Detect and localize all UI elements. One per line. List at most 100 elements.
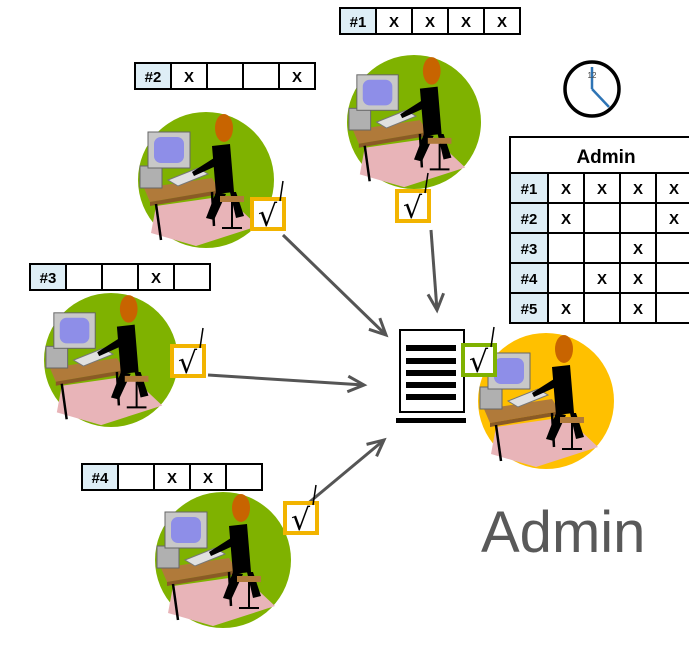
admin-person xyxy=(478,333,614,469)
user-1 xyxy=(347,55,481,189)
clock-hand-hour xyxy=(591,88,610,108)
user-tag-cell xyxy=(242,62,280,90)
user-tag-id-cell xyxy=(29,263,67,291)
document-text-line xyxy=(406,382,456,388)
user-tag-cell xyxy=(375,7,413,35)
admin-table-id: #4 xyxy=(521,271,538,288)
user-3 xyxy=(44,293,178,427)
admin-table-id: #3 xyxy=(521,241,538,258)
admin-table-cell xyxy=(619,202,657,234)
admin-checkbox: √ xyxy=(461,326,497,380)
admin-table-id: #1 xyxy=(521,181,538,198)
admin-table-mark: X xyxy=(669,181,679,198)
admin-table-id-cell xyxy=(509,172,549,204)
user-tag-cell xyxy=(206,62,244,90)
admin-table-mark: X xyxy=(597,181,607,198)
arrow-line xyxy=(281,233,388,337)
user-4-checkbox: √ xyxy=(283,484,319,538)
arrow-head xyxy=(368,317,389,338)
user-tag-mark: X xyxy=(203,470,213,487)
user-tag-mark: X xyxy=(425,14,435,31)
admin-table-id-cell xyxy=(509,292,549,324)
user-tag-id: #4 xyxy=(92,470,109,487)
admin-table-id: #2 xyxy=(521,211,538,228)
checkbox-frame xyxy=(170,344,206,378)
user-tag-cell xyxy=(411,7,449,35)
clock-label: 12 xyxy=(588,71,597,80)
admin-table-mark: X xyxy=(633,181,643,198)
user-tag-id: #3 xyxy=(40,270,57,287)
admin-table-row: #4 X X xyxy=(509,262,689,294)
user-tag-mark: X xyxy=(151,270,161,287)
check-mark: √ xyxy=(258,199,278,234)
checkbox-frame xyxy=(395,189,431,223)
document-text-line xyxy=(406,370,456,376)
user-tag-cell xyxy=(137,263,175,291)
document-base xyxy=(396,418,466,423)
admin-table-mark: X xyxy=(633,241,643,258)
user-tag-cell xyxy=(278,62,316,90)
admin-table-cell xyxy=(655,262,689,294)
admin-table-mark: X xyxy=(669,211,679,228)
document-text-line xyxy=(406,345,456,351)
user-tag-3: #3 X xyxy=(29,263,211,291)
arrow-line xyxy=(299,438,385,512)
user-tag-mark: X xyxy=(292,69,302,86)
admin-table-cell xyxy=(547,262,585,294)
admin-table-mark: X xyxy=(633,271,643,288)
admin-table-cell xyxy=(655,232,689,264)
admin-table-id: #5 xyxy=(521,301,538,318)
arrow-line xyxy=(429,229,439,311)
admin-label: Admin xyxy=(481,500,645,565)
check-mark: √ xyxy=(291,503,311,538)
user-2 xyxy=(138,112,274,248)
user-3-checkbox: √ xyxy=(170,327,206,381)
user-tag-cell xyxy=(101,263,139,291)
user-tag-cell xyxy=(117,463,155,491)
arrow-user-4 xyxy=(299,437,387,512)
user-tag-id-cell xyxy=(134,62,172,90)
arrow-head xyxy=(346,374,368,394)
clock-icon: 12 xyxy=(563,60,621,118)
checkbox-frame xyxy=(461,343,497,377)
user-tag-4: #4 X X xyxy=(81,463,263,491)
user-tag-cell xyxy=(483,7,521,35)
checkbox-frame xyxy=(250,197,286,231)
arrow-head xyxy=(426,292,445,314)
arrow-user-3 xyxy=(207,373,368,394)
user-tag-id-cell xyxy=(339,7,377,35)
checkbox-frame xyxy=(283,501,319,535)
document-text-line xyxy=(406,394,456,400)
user-tag-id: #1 xyxy=(350,14,367,31)
check-tail xyxy=(312,484,317,506)
check-tail xyxy=(424,172,429,194)
admin-table-cell xyxy=(583,232,621,264)
admin-table-mark: X xyxy=(597,271,607,288)
admin-table-row: #3 X xyxy=(509,232,689,264)
user-tag-mark: X xyxy=(461,14,471,31)
user-tag-mark: X xyxy=(497,14,507,31)
check-mark: √ xyxy=(403,191,423,226)
user-tag-cell xyxy=(65,263,103,291)
check-mark: √ xyxy=(469,345,489,380)
arrow-line xyxy=(207,373,365,387)
arrow-head xyxy=(366,437,387,458)
admin-table-cell xyxy=(655,172,689,204)
check-tail xyxy=(199,327,204,349)
check-tail xyxy=(490,326,495,348)
user-tag-mark: X xyxy=(167,470,177,487)
user-tag-cell xyxy=(170,62,208,90)
admin-table-mark: X xyxy=(633,301,643,318)
check-tail xyxy=(279,180,284,202)
document-text-line xyxy=(406,358,456,364)
check-mark: √ xyxy=(178,346,198,381)
admin-table-cell xyxy=(547,232,585,264)
arrow-user-2 xyxy=(281,233,389,338)
